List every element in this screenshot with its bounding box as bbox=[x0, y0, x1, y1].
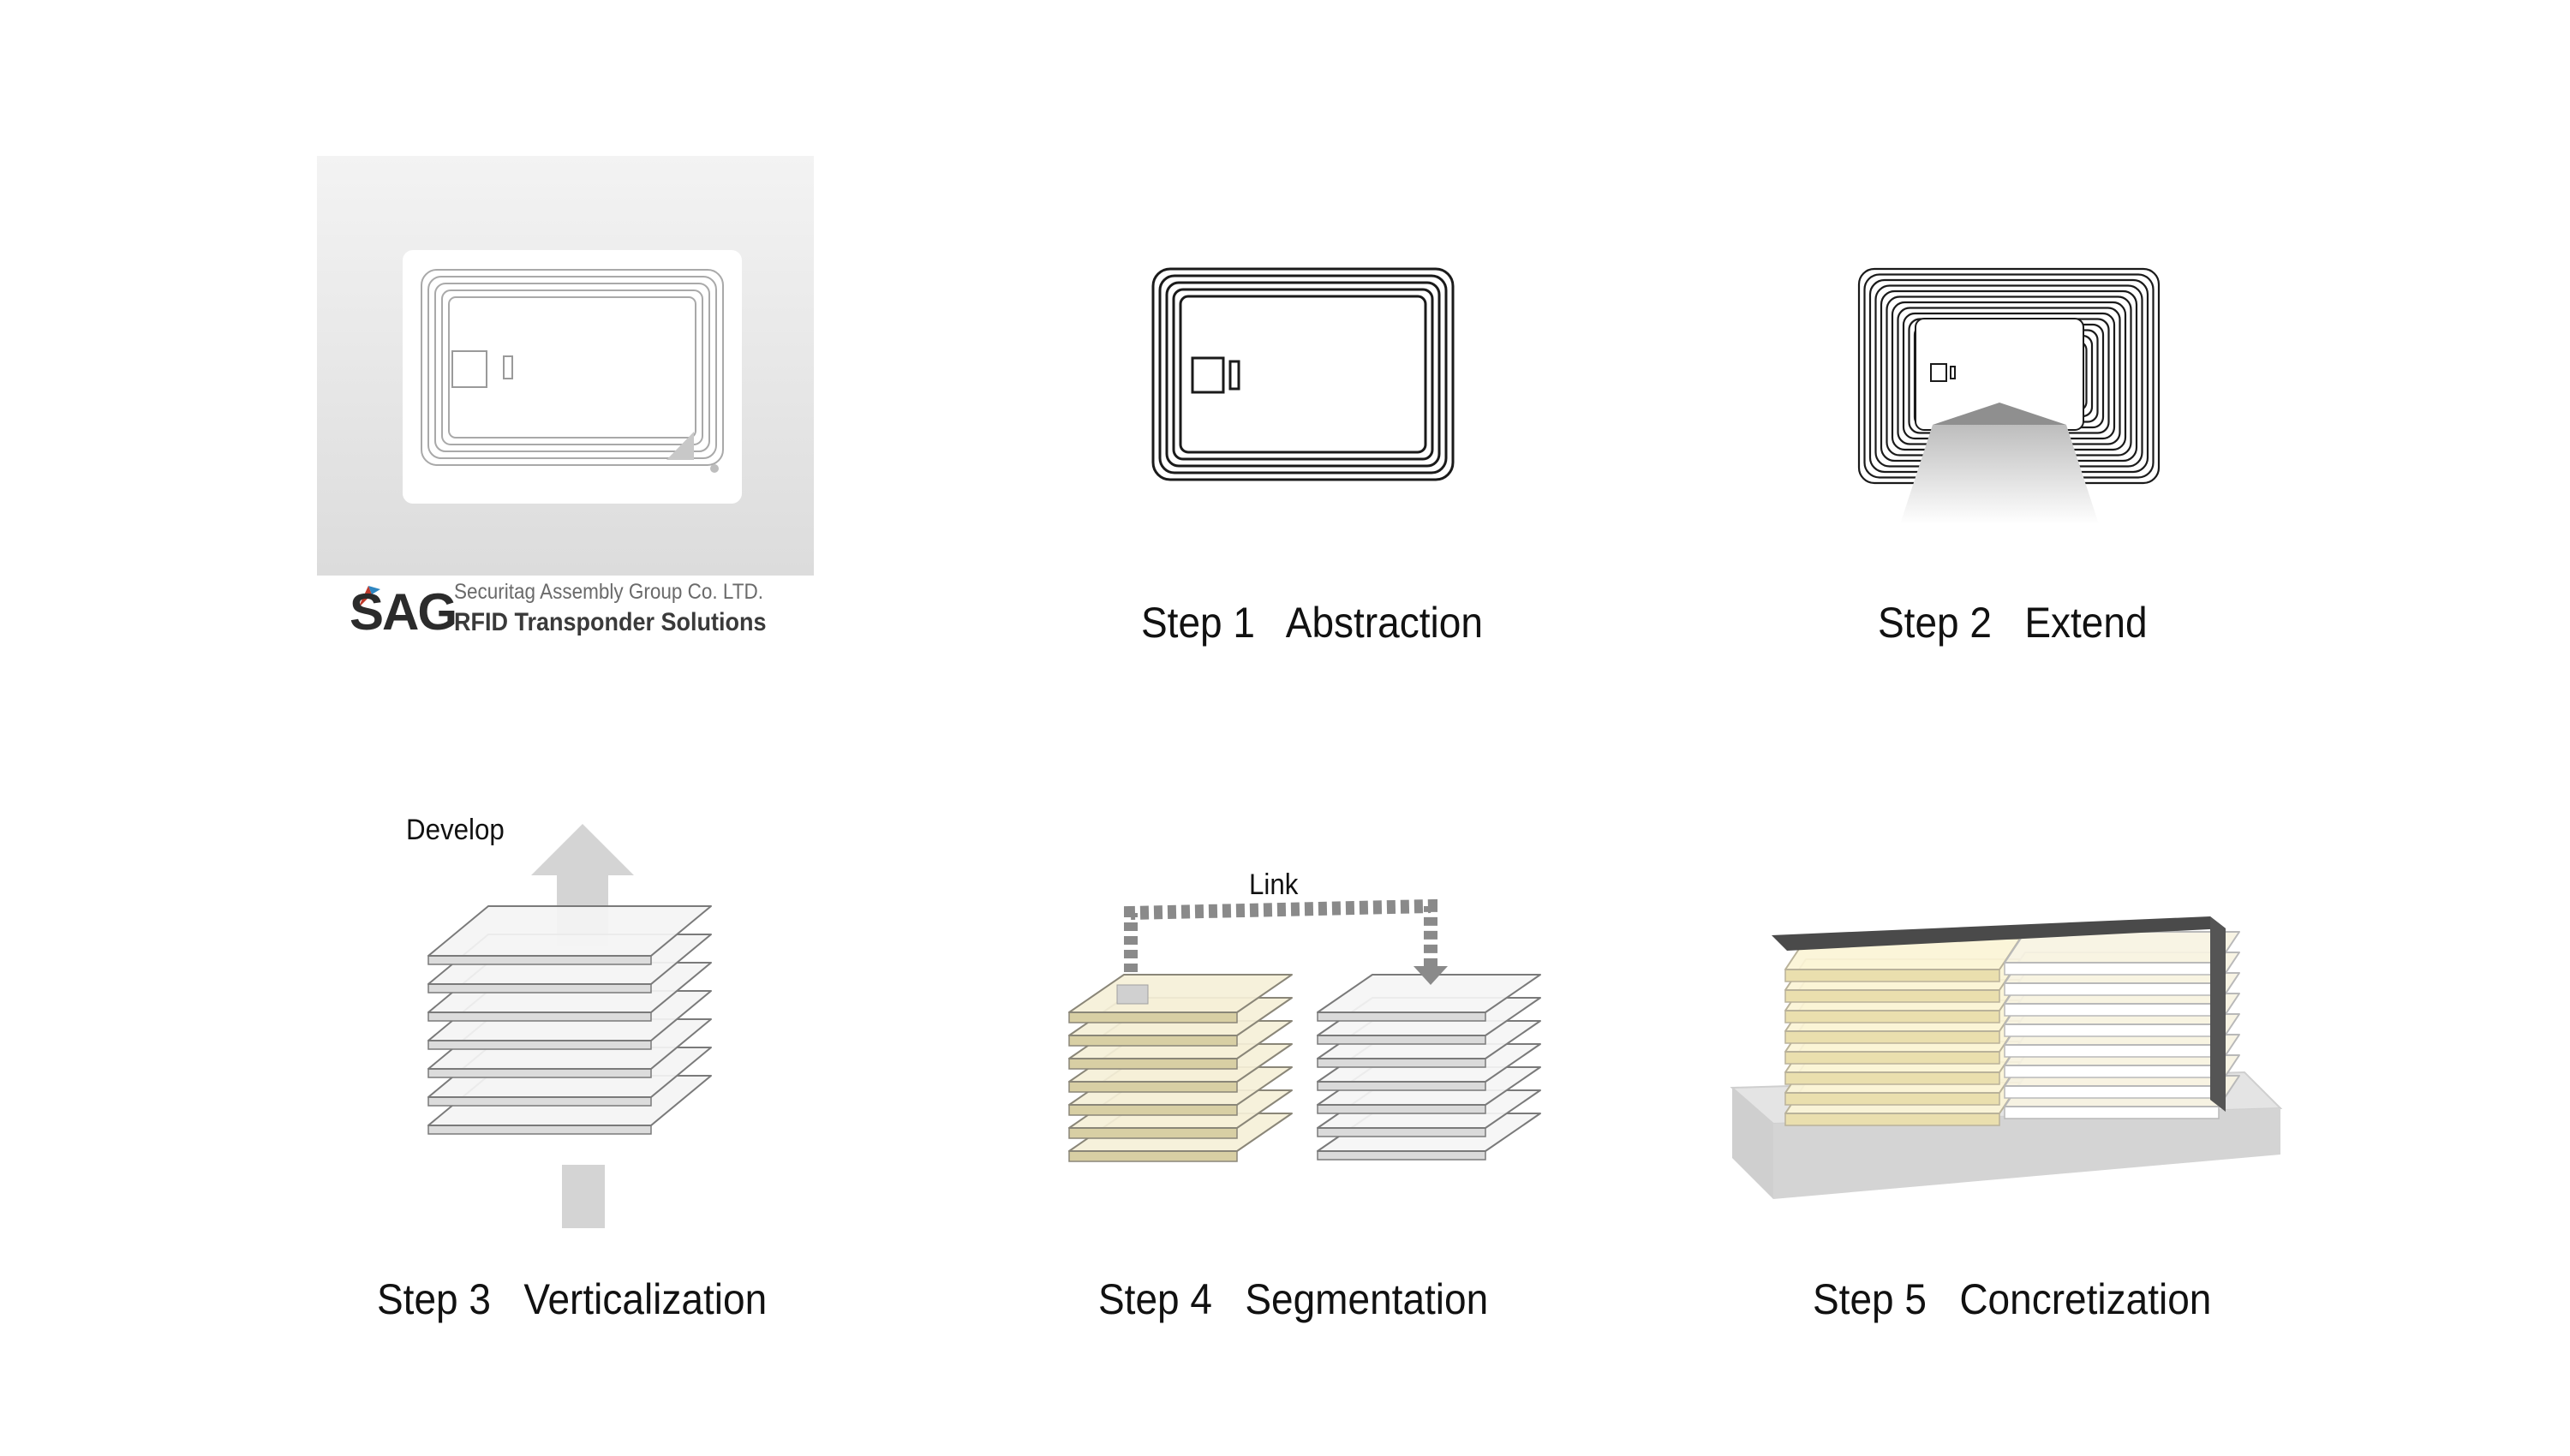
left-wing-floor-edge bbox=[1784, 1010, 2000, 1023]
segmentation-diagram bbox=[1068, 898, 1541, 1162]
product-tagline: RFID Transponder Solutions bbox=[454, 608, 767, 636]
warm-floor-plate-edge bbox=[1068, 1035, 1238, 1047]
link-dashed-connector bbox=[1124, 898, 1437, 972]
warm-floor-plate-edge bbox=[1068, 1104, 1238, 1116]
white-floor-plate-edge bbox=[1317, 1150, 1486, 1161]
verticalization-diagram bbox=[427, 824, 712, 1228]
floor-plate-edge bbox=[427, 955, 652, 965]
step-3-panel: Develop Step 3 Verticalization bbox=[360, 805, 840, 1353]
step-1-caption: Step 1 Abstraction bbox=[1141, 599, 1483, 647]
white-floor-plate-edge bbox=[1317, 1035, 1486, 1045]
white-floor-plate bbox=[1317, 974, 1541, 1013]
develop-label: Develop bbox=[406, 814, 505, 846]
concretization-diagram bbox=[1730, 916, 2283, 1199]
step-5-caption: Step 5 Concretization bbox=[1813, 1275, 2212, 1323]
rfid-tag-photo bbox=[317, 156, 814, 576]
right-wing-floor-edge bbox=[2004, 1023, 2220, 1037]
rfid-reference-panel: SAG Securitag Assembly Group Co. LTD. RF… bbox=[317, 156, 814, 641]
step-2-caption: Step 2 Extend bbox=[1878, 599, 2148, 647]
left-wing-floor-edge bbox=[1784, 969, 2000, 982]
white-floor-plate-edge bbox=[1317, 1011, 1486, 1022]
left-wing-floor-edge bbox=[1784, 1030, 2000, 1044]
left-wing-floor-edge bbox=[1784, 1051, 2000, 1065]
abstraction-diagram bbox=[1151, 267, 1455, 481]
white-floor-plate-edge bbox=[1317, 1058, 1486, 1068]
sag-logo-text: SAG bbox=[350, 583, 457, 641]
right-wing-floor-edge bbox=[2004, 962, 2220, 976]
link-label: Link bbox=[1249, 868, 1299, 901]
warm-floor-plate-edge bbox=[1068, 1011, 1238, 1023]
roof-bridge bbox=[1772, 916, 2226, 1112]
left-wing-floor-edge bbox=[1784, 1092, 2000, 1106]
step-4-panel: Link Step 4 Segmentation bbox=[1054, 856, 1585, 1353]
building-right-wing bbox=[2004, 931, 2240, 1119]
floor-plate-edge bbox=[427, 1011, 652, 1022]
warm-floor-plate-edge bbox=[1068, 1058, 1238, 1070]
right-wing-floor-edge bbox=[2004, 1044, 2220, 1058]
step-3-caption: Step 3 Verticalization bbox=[377, 1275, 768, 1323]
extend-diagram bbox=[1857, 267, 2161, 524]
warm-plate-stack bbox=[1068, 974, 1293, 1162]
left-wing-floor-edge bbox=[1784, 1113, 2000, 1126]
right-wing-floor-edge bbox=[2004, 982, 2220, 996]
white-floor-plate-edge bbox=[1317, 1081, 1486, 1091]
right-wing-floor-edge bbox=[2004, 1065, 2220, 1078]
plate-stack bbox=[427, 905, 712, 1135]
sag-logo-mark bbox=[358, 586, 380, 608]
step-5-panel: Step 5 Concretization bbox=[1722, 882, 2304, 1353]
floor-plate bbox=[427, 905, 712, 957]
building-left-wing bbox=[1784, 938, 2021, 1126]
company-name: Securitag Assembly Group Co. LTD. bbox=[454, 580, 763, 604]
floor-plate-edge bbox=[427, 983, 652, 994]
warm-floor-plate-edge bbox=[1068, 1150, 1238, 1162]
floor-plate-edge bbox=[427, 1096, 652, 1107]
step-2-panel: Step 2 Extend bbox=[1842, 257, 2236, 668]
right-wing-floor-edge bbox=[2004, 1085, 2220, 1099]
floor-plate-edge bbox=[427, 1125, 652, 1135]
step-1-panel: Step 1 Abstraction bbox=[1131, 257, 1491, 668]
white-plate-stack bbox=[1317, 974, 1541, 1161]
left-wing-floor-edge bbox=[1784, 989, 2000, 1003]
right-wing-floor-edge bbox=[2004, 1106, 2220, 1119]
white-floor-plate-edge bbox=[1317, 1127, 1486, 1137]
white-floor-plate-edge bbox=[1317, 1104, 1486, 1114]
floor-plate-edge bbox=[427, 1040, 652, 1050]
warm-floor-plate-edge bbox=[1068, 1081, 1238, 1093]
link-arrow-icon bbox=[1414, 966, 1448, 985]
right-wing-floor-edge bbox=[2004, 1003, 2220, 1017]
left-wing-floor-edge bbox=[1784, 1071, 2000, 1085]
warm-floor-plate-edge bbox=[1068, 1127, 1238, 1139]
floor-plate-edge bbox=[427, 1068, 652, 1078]
step-4-caption: Step 4 Segmentation bbox=[1098, 1275, 1489, 1323]
extend-arrow-icon bbox=[1933, 403, 2066, 425]
